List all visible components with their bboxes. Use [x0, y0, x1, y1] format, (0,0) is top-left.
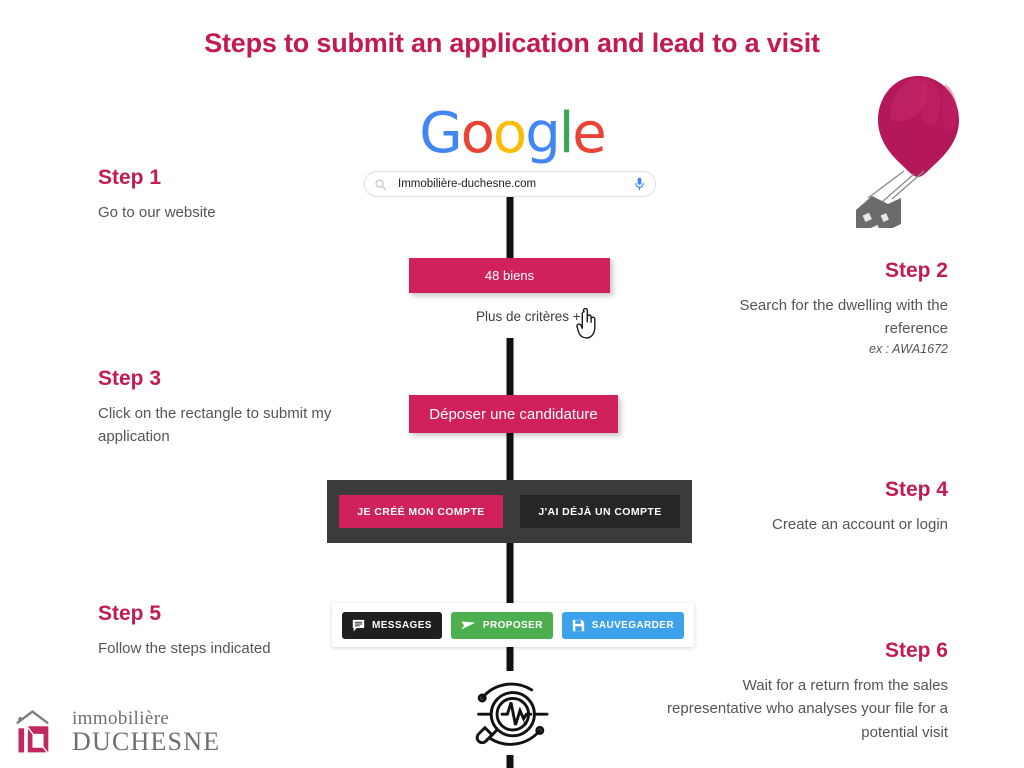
page-title: Steps to submit an application and lead …: [204, 28, 820, 58]
connector-line-5: [506, 647, 514, 671]
microphone-icon[interactable]: [634, 177, 645, 191]
messages-button[interactable]: MESSAGES: [342, 611, 442, 639]
google-logo: Google: [0, 106, 1024, 162]
google-letter-o1: o: [460, 101, 495, 166]
action-toolbar: MESSAGES PROPOSER SAUVEGARDER: [332, 603, 694, 647]
google-letter-e: e: [572, 101, 606, 166]
step-3-heading: Step 3: [98, 367, 162, 390]
step-1-body: Go to our website: [98, 204, 216, 221]
connector-line-4: [506, 543, 514, 603]
google-letter-g1: G: [419, 101, 462, 166]
results-count-button[interactable]: 48 biens: [409, 258, 610, 293]
step-6-heading: Step 6: [884, 639, 948, 662]
google-search-bar[interactable]: Immobilière-duchesne.com: [364, 171, 656, 197]
brand-line-2: DUCHESNE: [72, 727, 221, 756]
floppy-disk-icon: [572, 619, 584, 631]
brand-wordmark: immobilière DUCHESNE: [72, 709, 220, 755]
step-5-heading: Step 5: [98, 602, 162, 625]
submit-application-button[interactable]: Déposer une candidature: [409, 395, 618, 433]
hand-cursor-icon: [576, 308, 596, 339]
paper-plane-icon: [461, 621, 476, 629]
create-account-button[interactable]: JE CRÉÉ MON COMPTE: [339, 495, 503, 528]
propose-button[interactable]: PROPOSER: [450, 611, 553, 639]
connector-line-1: [506, 196, 514, 258]
brand-line-1: immobilière: [72, 708, 170, 729]
step-5: Step 5 Follow the steps indicated: [98, 602, 328, 660]
existing-account-button[interactable]: J'AI DÉJÀ UN COMPTE: [520, 495, 680, 528]
step-1-heading: Step 1: [98, 166, 162, 189]
step-2-body: Search for the dwelling with the referen…: [739, 297, 948, 338]
step-6: Step 6 Wait for a return from the sales …: [650, 639, 948, 744]
google-letter-l: l: [558, 101, 575, 166]
chat-bubble-icon: [352, 619, 365, 631]
step-4-heading: Step 4: [884, 478, 948, 501]
step-6-body: Wait for a return from the sales represe…: [667, 677, 948, 741]
google-letter-o2: o: [492, 101, 527, 166]
step-4-body: Create an account or login: [772, 516, 948, 533]
step-2: Step 2 Search for the dwelling with the …: [700, 259, 948, 356]
house-logo-icon: [16, 710, 50, 754]
google-letter-g2: g: [525, 101, 561, 166]
hot-air-balloon-with-house-icon: [856, 76, 959, 228]
magnifier-pulse-analysis-icon: [475, 682, 549, 746]
account-bar: JE CRÉÉ MON COMPTE J'AI DÉJÀ UN COMPTE: [327, 480, 692, 543]
propose-label: PROPOSER: [482, 619, 543, 631]
step-5-body: Follow the steps indicated: [98, 640, 271, 657]
step-3-body: Click on the rectangle to submit my appl…: [98, 405, 332, 446]
step-1: Step 1 Go to our website: [98, 166, 348, 224]
save-label: SAUVEGARDER: [591, 619, 674, 631]
step-3: Step 3 Click on the rectangle to submit …: [98, 367, 353, 449]
brand-logo: immobilière DUCHESNE: [12, 706, 220, 758]
messages-label: MESSAGES: [372, 619, 432, 631]
step-4: Step 4 Create an account or login: [740, 478, 948, 536]
search-input[interactable]: Immobilière-duchesne.com: [398, 178, 537, 190]
search-icon: [375, 178, 386, 190]
connector-line-3: [506, 433, 514, 480]
more-criteria-link[interactable]: Plus de critères +: [476, 309, 581, 324]
connector-line-6: [506, 755, 514, 768]
save-button[interactable]: SAUVEGARDER: [561, 611, 684, 639]
step-2-note: ex : AWA1672: [869, 341, 948, 356]
connector-line-2: [506, 338, 514, 395]
step-2-heading: Step 2: [884, 259, 948, 282]
